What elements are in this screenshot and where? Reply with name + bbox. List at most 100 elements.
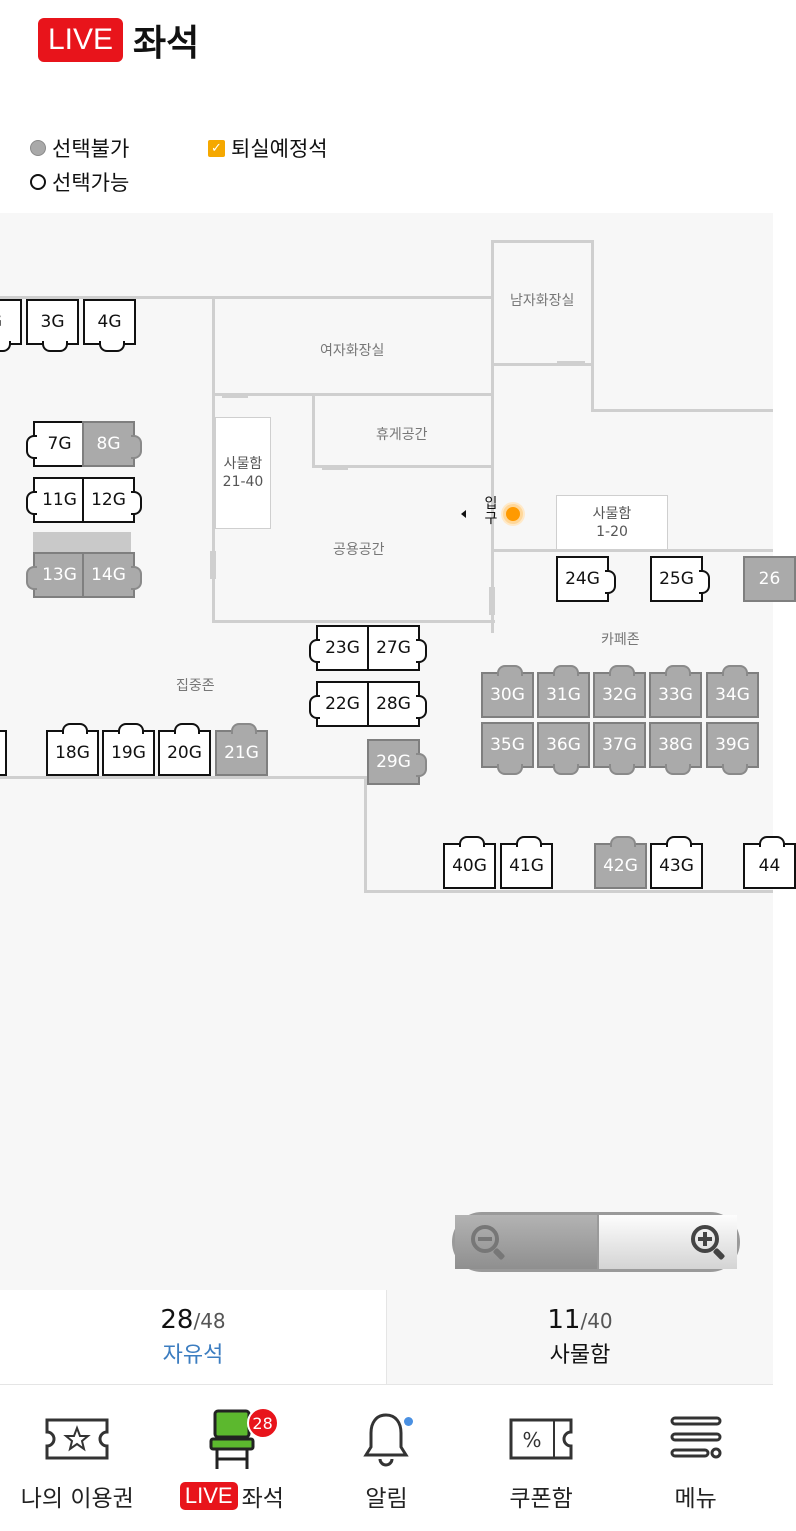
seat-25g[interactable]: 25G xyxy=(650,556,710,602)
locker-count: 11/40 xyxy=(547,1305,612,1335)
nav-my-pass[interactable]: 나의 이용권 xyxy=(0,1385,155,1531)
seat-20g[interactable]: 20G xyxy=(158,723,211,776)
seat-37g: 37G xyxy=(593,722,646,775)
locker-label: 사물함 xyxy=(223,456,263,472)
page-header: LIVE 좌석 xyxy=(38,16,199,64)
seat-count-badge: 28 xyxy=(246,1407,279,1439)
nav-menu[interactable]: 메뉴 xyxy=(618,1385,773,1531)
bell-icon xyxy=(362,1407,410,1471)
wall xyxy=(212,620,495,623)
seat-13g: 13G xyxy=(26,552,86,598)
unavailable-dot-icon xyxy=(30,140,46,156)
seat-26g: 26 xyxy=(743,556,796,602)
entrance-label-1: 입 xyxy=(484,496,498,512)
seat-3g[interactable]: 3G xyxy=(26,299,79,352)
coupon-percent-text: % xyxy=(523,1428,542,1452)
legend-available-label: 선택가능 xyxy=(52,171,130,195)
seat-4g[interactable]: 4G xyxy=(83,299,136,352)
door xyxy=(222,393,248,398)
zoom-out-button[interactable] xyxy=(455,1215,597,1269)
wall xyxy=(491,240,494,633)
common-space-label: 공용공간 xyxy=(333,542,385,558)
wall xyxy=(491,240,594,243)
locker-area-21-40[interactable]: 사물함 21-40 xyxy=(215,417,271,529)
wall xyxy=(312,465,492,468)
locker-range: 21-40 xyxy=(222,474,264,490)
seat-14g: 14G xyxy=(82,552,142,598)
seat-21g: 21G xyxy=(215,723,268,776)
seat-44g[interactable]: 44 xyxy=(743,836,796,889)
wall xyxy=(212,296,215,623)
seat-2g[interactable]: G xyxy=(0,299,22,352)
locker-label: 사물함 xyxy=(592,505,632,522)
wall xyxy=(591,240,594,411)
wall xyxy=(212,393,492,396)
nav-coupons[interactable]: % 쿠폰함 xyxy=(464,1385,619,1531)
seat-23g[interactable]: 23G xyxy=(309,625,369,671)
zoom-in-icon xyxy=(691,1225,726,1261)
seat-36g: 36G xyxy=(537,722,590,775)
entrance-label-2: 구 xyxy=(484,511,498,527)
nav-live-badge: LIVE xyxy=(179,1482,238,1510)
bottom-nav: 나의 이용권 28 LIVE 좌석 xyxy=(0,1384,773,1531)
seat-34g: 34G xyxy=(706,665,759,718)
seat-19g[interactable]: 19G xyxy=(102,723,155,776)
seat-29g: 29G xyxy=(367,739,427,785)
nav-menu-label: 메뉴 xyxy=(674,1486,717,1512)
locker-current: 11 xyxy=(547,1305,581,1335)
wall xyxy=(0,776,366,779)
chair-icon xyxy=(207,1407,257,1471)
seat-18g[interactable]: 18G xyxy=(46,723,99,776)
door xyxy=(557,361,585,366)
legend-leaving-label: 퇴실예정석 xyxy=(231,137,328,161)
seat-43g[interactable]: 43G xyxy=(650,836,703,889)
seat-24g[interactable]: 24G xyxy=(556,556,616,602)
seat-28g[interactable]: 28G xyxy=(367,681,427,727)
seat-41g[interactable]: 41G xyxy=(500,836,553,889)
legend-unavailable: 선택불가 xyxy=(30,133,129,163)
legend-available: 선택가능 xyxy=(30,167,129,197)
nav-live-seat-label: LIVE 좌석 xyxy=(179,1479,284,1513)
seat-partial[interactable] xyxy=(0,730,7,776)
zoom-in-button[interactable] xyxy=(597,1215,737,1269)
seat-40g[interactable]: 40G xyxy=(443,836,496,889)
free-seat-tab[interactable]: 28/48 자유석 xyxy=(0,1290,387,1384)
zoom-control xyxy=(452,1212,740,1272)
seat-12g[interactable]: 12G xyxy=(82,477,142,523)
seat-35g: 35G xyxy=(481,722,534,775)
locker-label: 사물함 xyxy=(549,1343,611,1368)
seat-31g: 31G xyxy=(537,665,590,718)
cafe-zone-label: 카페존 xyxy=(601,632,640,648)
free-seat-total: /48 xyxy=(193,1309,226,1333)
locker-tab[interactable]: 11/40 사물함 xyxy=(387,1290,773,1384)
door xyxy=(489,587,495,615)
nav-live-seat[interactable]: 28 LIVE 좌석 xyxy=(155,1385,310,1531)
arrow-left-icon xyxy=(461,510,466,518)
seat-33g: 33G xyxy=(649,665,702,718)
focus-zone-label: 집중존 xyxy=(176,678,215,694)
locker-area-1-20[interactable]: 사물함 1-20 xyxy=(556,495,668,550)
seat-22g[interactable]: 22G xyxy=(309,681,369,727)
table-divider xyxy=(33,532,131,552)
available-circle-icon xyxy=(30,174,46,190)
seat-39g: 39G xyxy=(706,722,759,775)
locker-total: /40 xyxy=(580,1309,613,1333)
free-seat-count: 28/48 xyxy=(160,1305,225,1335)
seat-summary: 28/48 자유석 11/40 사물함 xyxy=(0,1290,773,1384)
seat-7g[interactable]: 7G xyxy=(26,421,86,467)
seat-map[interactable]: 남자화장실 여자화장실 휴게공간 공용공간 집중존 카페존 사물함 21-40 … xyxy=(0,213,796,1290)
seat-11g[interactable]: 11G xyxy=(26,477,86,523)
app-root: LIVE 좌석 선택불가 ✓ 퇴실예정석 선택가능 xyxy=(0,16,796,1531)
zoom-out-icon xyxy=(471,1225,506,1261)
seat-30g: 30G xyxy=(481,665,534,718)
free-seat-label: 자유석 xyxy=(162,1343,224,1368)
page-title: 좌석 xyxy=(133,23,200,64)
seat-32g: 32G xyxy=(593,665,646,718)
locker-range: 1-20 xyxy=(596,523,628,540)
legend-leaving: ✓ 퇴실예정석 xyxy=(208,133,328,163)
nav-alerts[interactable]: 알림 xyxy=(309,1385,464,1531)
seat-27g[interactable]: 27G xyxy=(367,625,427,671)
door xyxy=(322,465,348,470)
seat-42g: 42G xyxy=(594,836,647,889)
ticket-icon xyxy=(44,1407,110,1471)
